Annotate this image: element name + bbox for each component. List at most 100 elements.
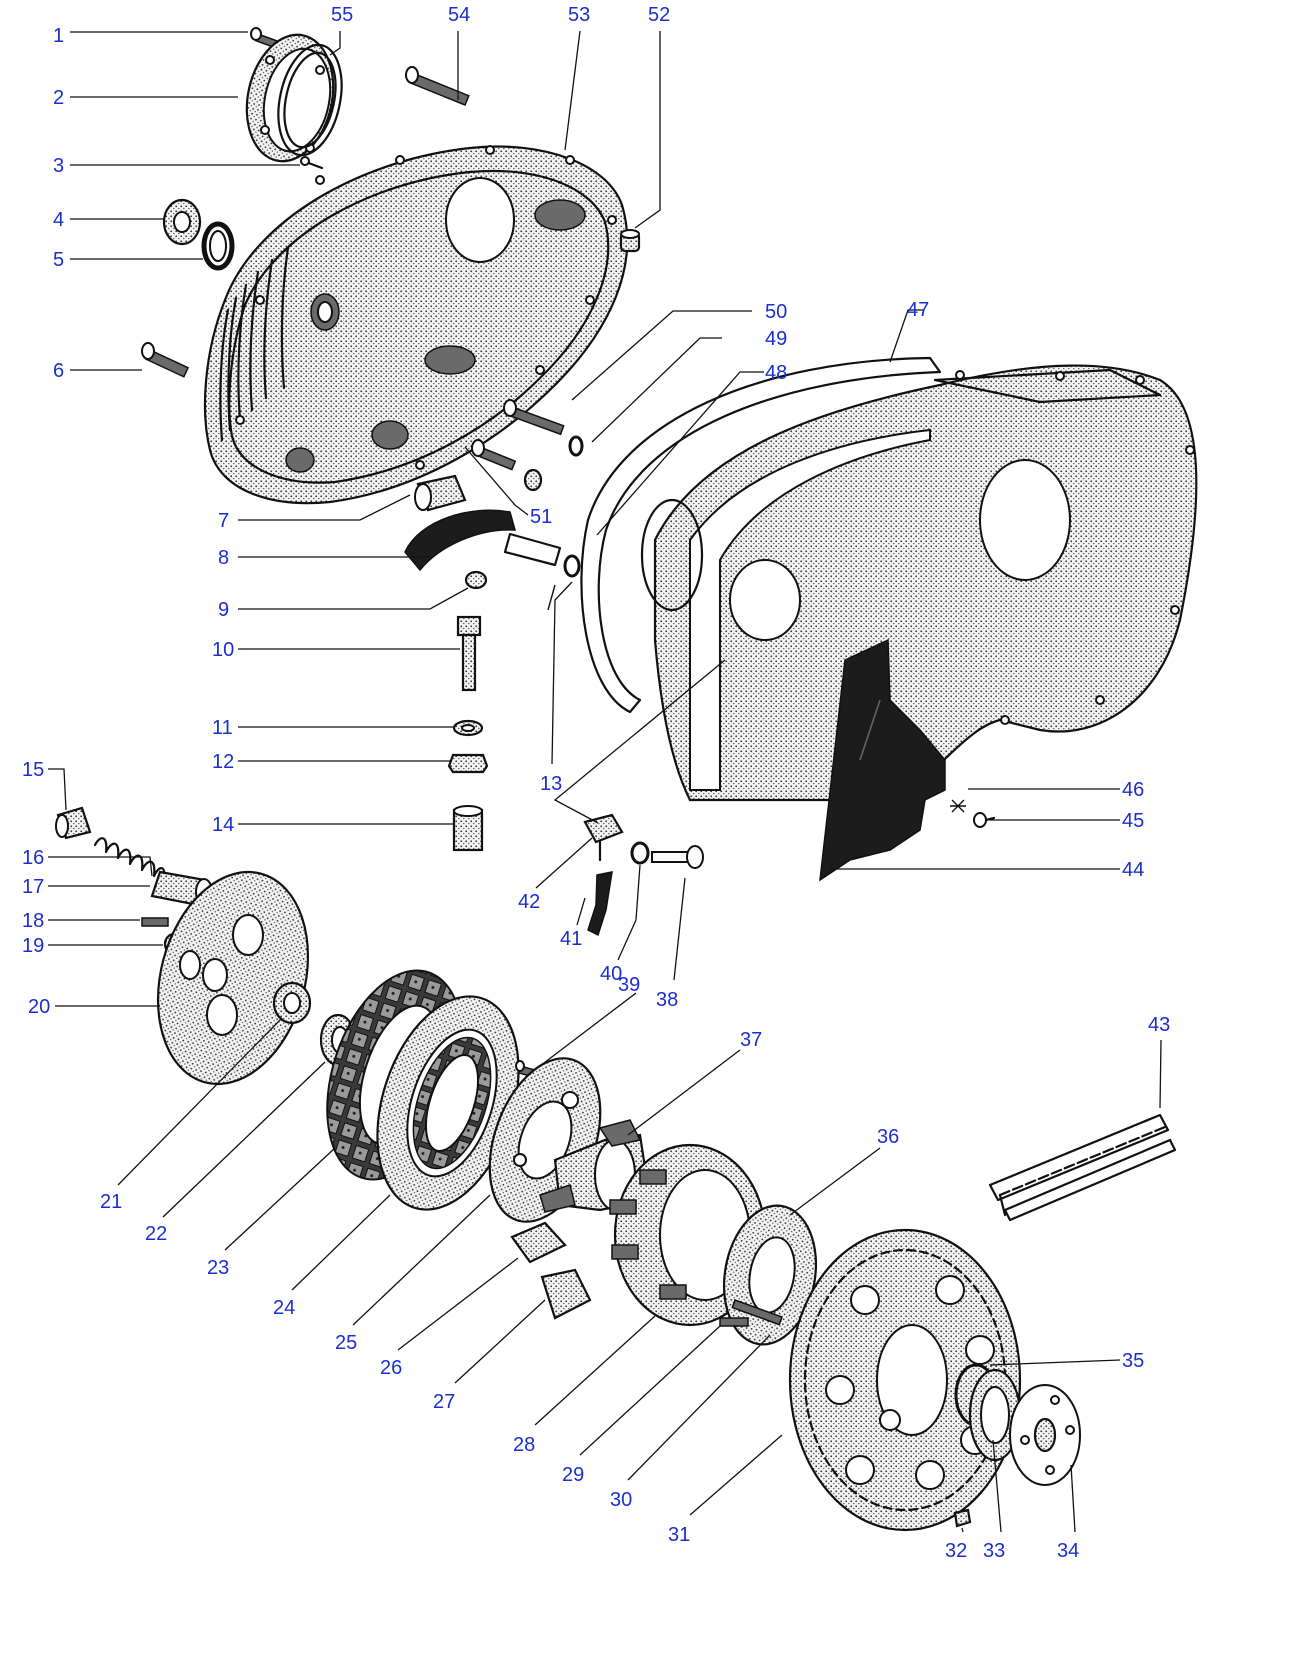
callout-39: 39 [618, 974, 640, 996]
callout-30: 30 [610, 1489, 632, 1511]
callout-28: 28 [513, 1434, 535, 1456]
callout-3: 3 [53, 155, 64, 177]
callout-27: 27 [433, 1391, 455, 1413]
callout-43: 43 [1148, 1014, 1170, 1036]
part-55-gasket-ring [277, 43, 343, 157]
part-38-bolt [651, 845, 704, 869]
part-51-bolt [471, 439, 543, 492]
callout-20: 20 [28, 996, 50, 1018]
part-9-nut [464, 570, 488, 590]
callout-29: 29 [562, 1464, 584, 1486]
callout-38: 38 [656, 989, 678, 1011]
part-8-tensioner-slipper [404, 509, 581, 578]
callout-53: 53 [568, 4, 590, 26]
part-46-lock-washer [950, 799, 966, 813]
part-14-sleeve-nut [452, 805, 484, 852]
part-20-pressure-plate [156, 870, 310, 1086]
callout-labels: 1 2 3 4 5 6 7 8 9 10 11 12 13 14 15 16 1… [22, 4, 1170, 1562]
callout-33: 33 [983, 1540, 1005, 1562]
part-2-inspection-cover [245, 33, 335, 163]
part-41-rubber-block [587, 871, 613, 937]
part-5-oil-seal [201, 221, 235, 271]
part-11-washer [452, 719, 484, 737]
callout-47: 47 [907, 299, 929, 321]
callout-2: 2 [53, 87, 64, 109]
part-6-bolt [141, 342, 190, 378]
part-12-nut [447, 753, 489, 774]
callout-40: 40 [600, 963, 622, 985]
part-42-clip [583, 813, 624, 862]
part-3-screw [300, 156, 324, 170]
part-32-key [953, 1508, 972, 1528]
part-30-stud [731, 1299, 783, 1326]
callout-55: 55 [331, 4, 353, 26]
callout-26: 26 [380, 1357, 402, 1379]
callout-37: 37 [740, 1029, 762, 1051]
part-54-long-bolt [405, 66, 470, 106]
callout-21: 21 [100, 1191, 122, 1213]
callout-5: 5 [53, 249, 64, 271]
part-15-spring-cup [55, 806, 92, 840]
part-53-primary-chaincase-cover [203, 145, 629, 505]
callout-23: 23 [207, 1257, 229, 1279]
callout-19: 19 [22, 935, 44, 957]
part-33-roller-bearing [968, 1368, 1022, 1462]
part-24-plain-plate [376, 995, 520, 1211]
callout-13: 13 [540, 773, 562, 795]
part-44-cover-plate [819, 638, 946, 882]
part-10-bolt [456, 615, 482, 692]
callout-25: 25 [335, 1332, 357, 1354]
callout-51: 51 [530, 506, 552, 528]
callout-18: 18 [22, 910, 44, 932]
callout-1: 1 [53, 25, 64, 47]
part-45-screw [973, 812, 996, 828]
part-27-rubber-block [540, 1268, 592, 1320]
part-7-spacer [414, 474, 467, 512]
part-21-nut [272, 981, 312, 1025]
callout-42: 42 [518, 891, 540, 913]
callout-24: 24 [273, 1297, 295, 1319]
part-50-bolt [503, 399, 565, 436]
callout-6: 6 [53, 360, 64, 382]
callout-46: 46 [1122, 779, 1144, 801]
callout-17: 17 [22, 876, 44, 898]
callout-52: 52 [648, 4, 670, 26]
callout-11: 11 [212, 717, 233, 739]
leader-lines [48, 30, 1162, 1533]
callout-10: 10 [212, 639, 234, 661]
callout-50: 50 [765, 301, 787, 323]
callout-16: 16 [22, 847, 44, 869]
callout-36: 36 [877, 1126, 899, 1148]
callout-49: 49 [765, 328, 787, 350]
callout-41: 41 [560, 928, 582, 950]
callout-14: 14 [212, 814, 234, 836]
callout-12: 12 [212, 751, 234, 773]
callout-31: 31 [668, 1524, 690, 1546]
callout-32: 32 [945, 1540, 967, 1562]
part-48-inner-chaincase [640, 364, 1198, 802]
part-29-stud [719, 1317, 749, 1327]
part-40-washer [630, 841, 650, 865]
callout-7: 7 [218, 510, 229, 532]
callout-8: 8 [218, 547, 229, 569]
callout-35: 35 [1122, 1350, 1144, 1372]
callout-22: 22 [145, 1223, 167, 1245]
part-13-rod [547, 584, 556, 611]
part-47-gasket [580, 356, 942, 714]
callout-4: 4 [53, 209, 64, 231]
callout-9: 9 [218, 599, 229, 621]
part-34-sprocket-centre [1009, 1384, 1081, 1486]
callout-45: 45 [1122, 810, 1144, 832]
part-26-rubber-block [510, 1221, 567, 1264]
part-43-drive-chain [988, 1113, 1177, 1222]
callout-15: 15 [22, 759, 44, 781]
part-52-dowel [619, 229, 641, 253]
callout-48: 48 [765, 362, 787, 384]
part-18-adjuster-screw [141, 917, 169, 927]
callout-44: 44 [1122, 859, 1144, 881]
part-4-nut [162, 198, 202, 246]
callout-34: 34 [1057, 1540, 1079, 1562]
part-49-washer [568, 435, 584, 457]
callout-54: 54 [448, 4, 470, 26]
